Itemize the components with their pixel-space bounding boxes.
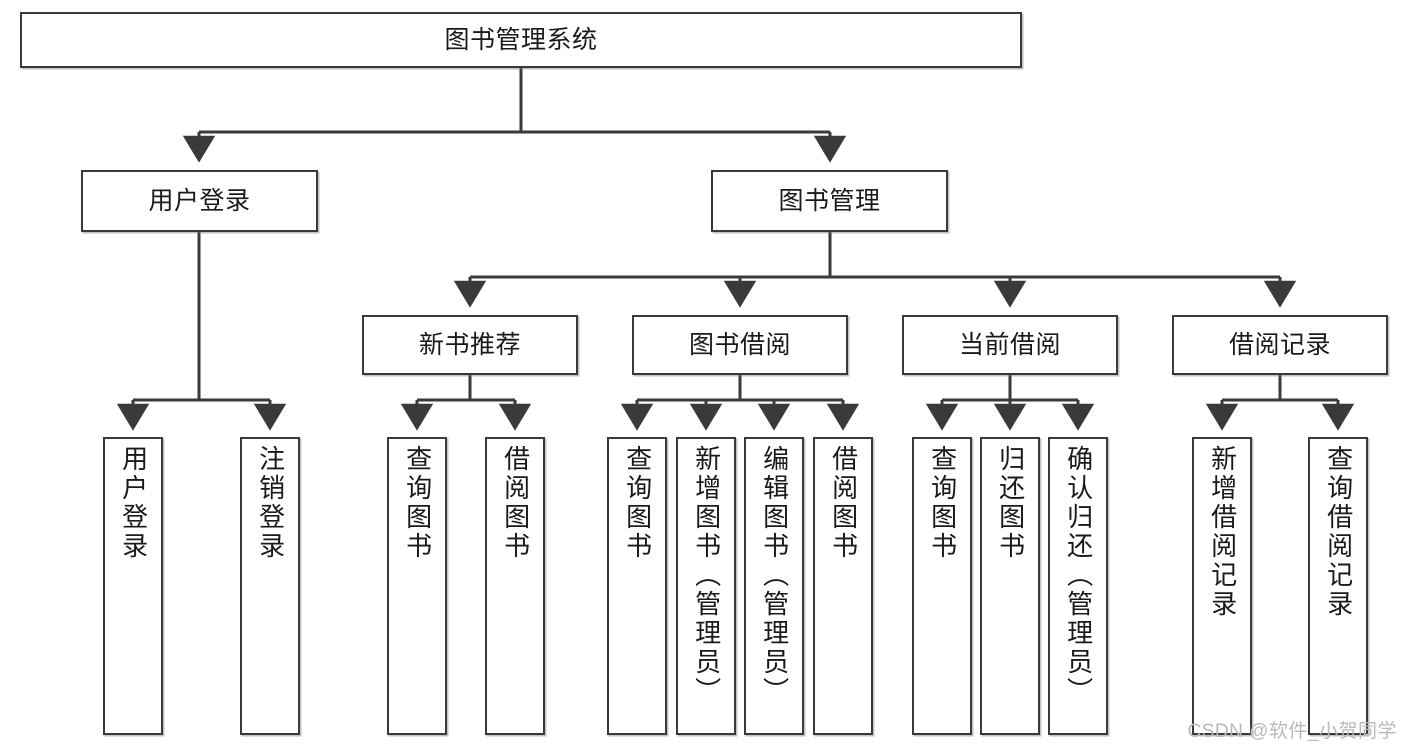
watermark: CSDN @软件_小贺同学 [1187, 721, 1397, 742]
node-label: 图书管理 [778, 187, 881, 215]
leaf-borrow-record-query-record[interactable]: 查询借阅记录 [1308, 437, 1368, 735]
node-label: 编辑图书（管理员） [759, 445, 790, 706]
node-label: 新增借阅记录 [1207, 445, 1238, 619]
node-label: 用户登录 [148, 187, 251, 215]
node-label: 用户登录 [118, 445, 149, 561]
node-label: 查询图书 [402, 445, 433, 561]
node-label: 图书管理系统 [444, 26, 598, 54]
node-label: 查询图书 [622, 445, 653, 561]
leaf-book-borrow-borrow-book[interactable]: 借阅图书 [813, 437, 873, 735]
node-label: 确认归还（管理员） [1063, 445, 1094, 706]
node-book-borrow[interactable]: 图书借阅 [632, 315, 848, 375]
leaf-book-borrow-query-book[interactable]: 查询图书 [607, 437, 667, 735]
leaf-current-borrow-confirm-return-admin[interactable]: 确认归还（管理员） [1048, 437, 1108, 735]
node-label: 新增图书（管理员） [691, 445, 722, 706]
node-book-management[interactable]: 图书管理 [711, 170, 948, 232]
node-label: 图书借阅 [688, 331, 791, 359]
leaf-user-login-logout[interactable]: 注销登录 [240, 437, 300, 735]
leaf-current-borrow-query-book[interactable]: 查询图书 [912, 437, 972, 735]
leaf-borrow-record-add-record[interactable]: 新增借阅记录 [1192, 437, 1252, 735]
leaf-new-book-query-book[interactable]: 查询图书 [387, 437, 447, 735]
node-root-book-management-system[interactable]: 图书管理系统 [20, 12, 1022, 68]
node-label: 借阅记录 [1228, 331, 1331, 359]
leaf-current-borrow-return-book[interactable]: 归还图书 [980, 437, 1040, 735]
node-label: 借阅图书 [828, 445, 859, 561]
leaf-new-book-borrow-book[interactable]: 借阅图书 [485, 437, 545, 735]
node-label: 新书推荐 [418, 331, 521, 359]
node-label: 查询图书 [927, 445, 958, 561]
leaf-book-borrow-add-book-admin[interactable]: 新增图书（管理员） [676, 437, 736, 735]
node-borrow-record[interactable]: 借阅记录 [1172, 315, 1388, 375]
node-label: 归还图书 [995, 445, 1026, 561]
node-user-login[interactable]: 用户登录 [81, 170, 318, 232]
node-label: 借阅图书 [500, 445, 531, 561]
node-label: 当前借阅 [958, 331, 1061, 359]
leaf-user-login-login[interactable]: 用户登录 [103, 437, 163, 735]
node-current-borrow[interactable]: 当前借阅 [902, 315, 1118, 375]
node-new-book-recommend[interactable]: 新书推荐 [362, 315, 578, 375]
leaf-book-borrow-edit-book-admin[interactable]: 编辑图书（管理员） [744, 437, 804, 735]
node-label: 注销登录 [255, 445, 286, 561]
node-label: 查询借阅记录 [1323, 445, 1354, 619]
